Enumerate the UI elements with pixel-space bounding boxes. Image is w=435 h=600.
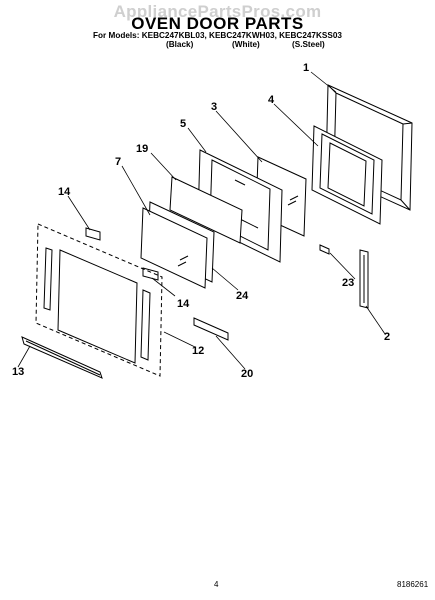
page-title: OVEN DOOR PARTS bbox=[131, 14, 304, 33]
part-clip-upper bbox=[85, 227, 101, 241]
callout-14-lower: 14 bbox=[177, 298, 190, 310]
part-bracket bbox=[169, 176, 243, 244]
callout-7: 7 bbox=[115, 156, 122, 168]
models-line: For Models: KEBC247KBL03, KEBC247KWH03, … bbox=[93, 31, 342, 40]
part-glass-7 bbox=[140, 201, 215, 289]
callout-20: 20 bbox=[241, 368, 254, 380]
callout-3: 3 bbox=[211, 101, 218, 113]
variant-black: (Black) bbox=[166, 40, 194, 49]
part-trim bbox=[193, 317, 229, 341]
part-frame bbox=[311, 125, 383, 225]
part-clip-lower bbox=[142, 267, 159, 281]
page-number: 4 bbox=[214, 580, 219, 589]
callout-12: 12 bbox=[192, 345, 205, 357]
variant-steel: (S.Steel) bbox=[292, 40, 325, 49]
part-small-clip bbox=[319, 244, 330, 255]
leader-lines bbox=[17, 71, 386, 370]
callout-1: 1 bbox=[303, 62, 310, 74]
watermark: AppliancePartsPros.com bbox=[113, 2, 322, 21]
callout-4: 4 bbox=[268, 94, 275, 106]
callout-13: 13 bbox=[12, 366, 25, 378]
variant-white: (White) bbox=[232, 40, 260, 49]
callout-19: 19 bbox=[136, 143, 149, 155]
callout-24: 24 bbox=[236, 290, 249, 302]
part-hinge bbox=[359, 249, 369, 309]
callout-23: 23 bbox=[342, 277, 355, 289]
part-inner-door bbox=[35, 223, 163, 377]
callout-5: 5 bbox=[180, 118, 187, 130]
document-number: 8186261 bbox=[397, 580, 429, 589]
part-handle bbox=[21, 336, 103, 379]
callout-14-upper: 14 bbox=[58, 186, 71, 198]
callout-2: 2 bbox=[384, 331, 391, 343]
